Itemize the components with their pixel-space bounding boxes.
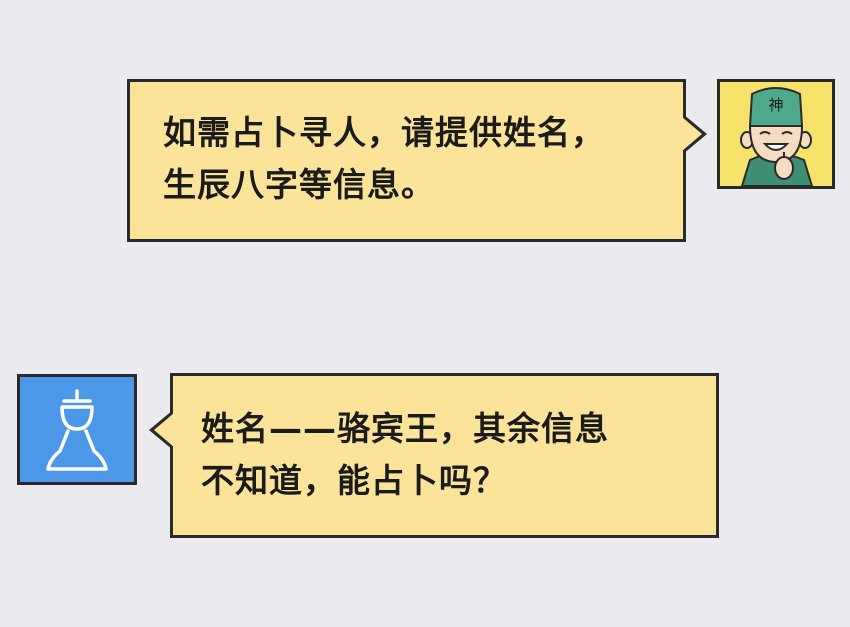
avatar-user[interactable]	[17, 374, 137, 485]
message-line: 如需占卜寻人，请提供姓名，	[163, 113, 605, 152]
bubble-tail-fill	[682, 117, 702, 151]
person-silhouette-icon	[46, 389, 108, 471]
message-bubble-user: 姓名——骆宾王，其余信息 不知道，能占卜吗？	[149, 373, 719, 538]
message-line: 姓名——骆宾王，其余信息	[201, 409, 609, 448]
bubble-tail-fill	[154, 413, 174, 447]
message-line: 不知道，能占卜吗？	[201, 461, 507, 500]
fortune-teller-avatar-icon: 神	[740, 87, 814, 186]
hat-text: 神	[768, 96, 783, 114]
message-line: 生辰八字等信息。	[163, 165, 435, 204]
message-bubble-fortune-teller: 如需占卜寻人，请提供姓名， 生辰八字等信息。	[127, 79, 707, 242]
avatar-fortune-teller[interactable]: 神	[717, 79, 835, 189]
